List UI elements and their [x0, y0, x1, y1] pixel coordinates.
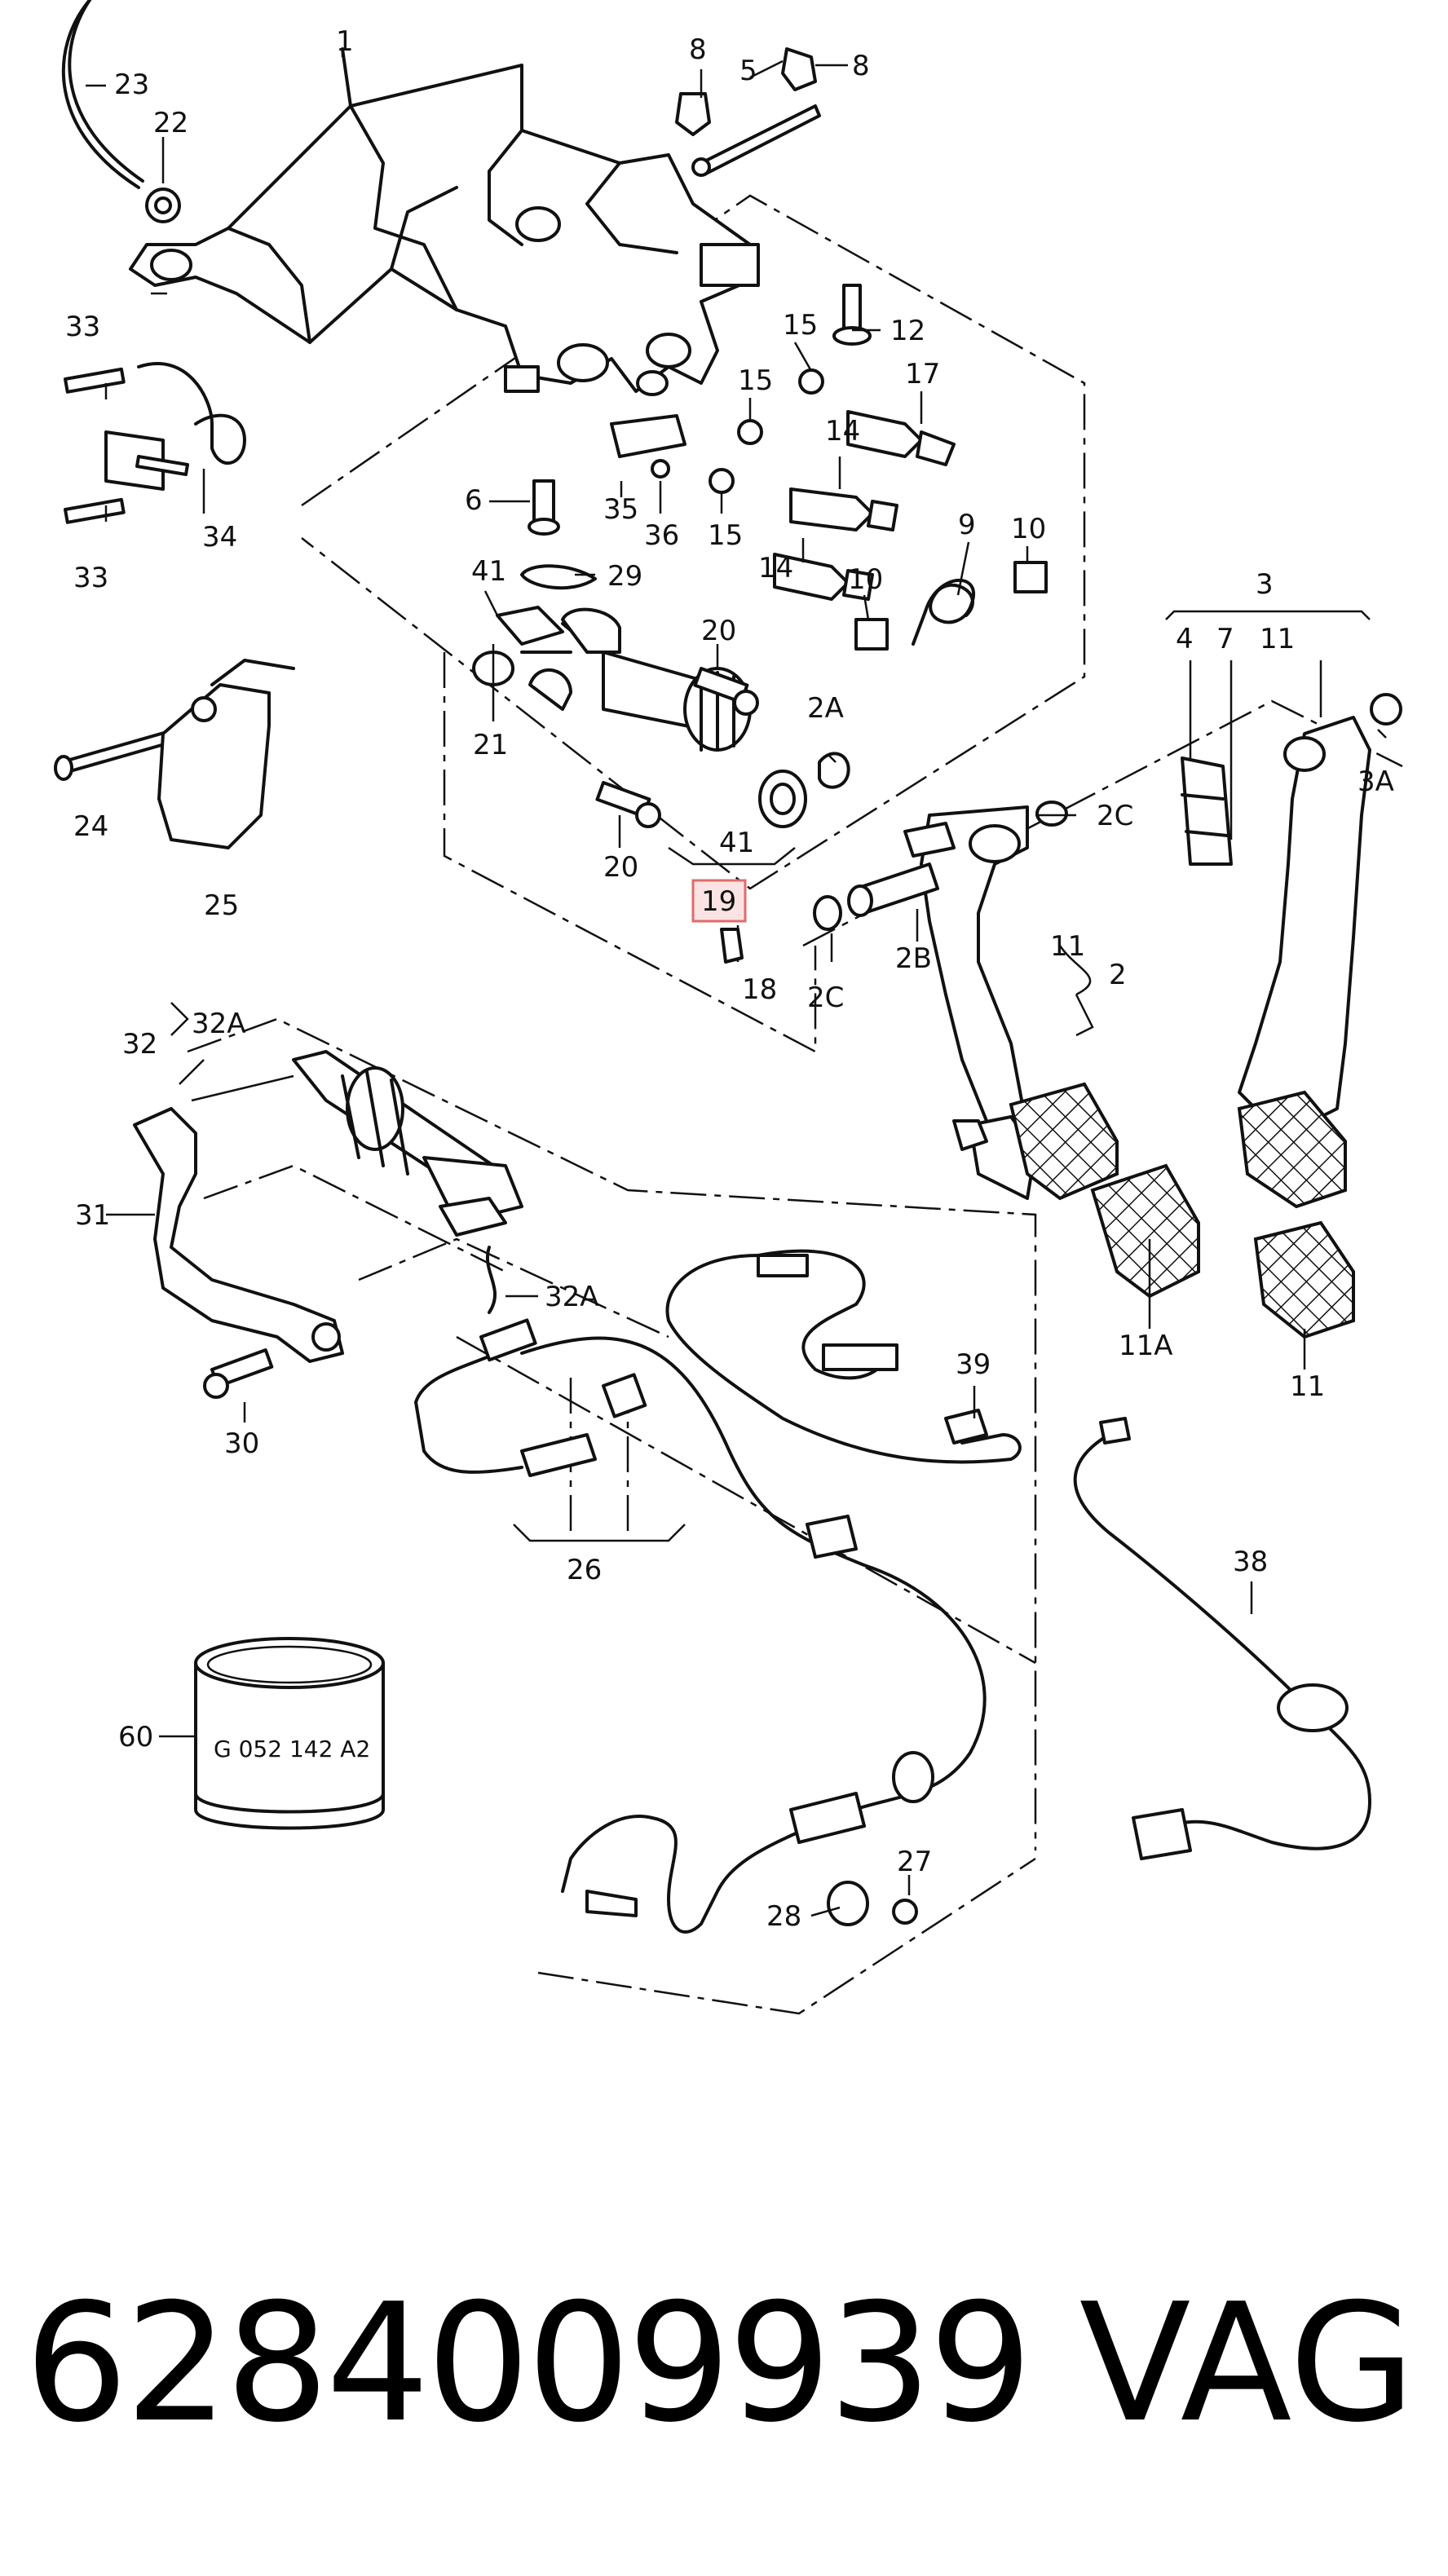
callout-20-b: 20	[603, 851, 638, 884]
callout-15-b: 15	[738, 364, 773, 397]
callout-29: 29	[607, 560, 642, 593]
pedal-bracket	[129, 47, 760, 396]
master-cylinder	[472, 606, 807, 828]
callout-24: 24	[73, 810, 108, 843]
callout-18: 18	[742, 973, 777, 1006]
callout-33-top: 33	[65, 311, 100, 343]
callout-6: 6	[465, 484, 483, 517]
hydraulic-line-main	[520, 1336, 987, 1934]
switch-sensors	[709, 284, 956, 601]
callout-41-bottom: 41	[719, 827, 754, 859]
bracket-34	[64, 362, 246, 524]
callout-11-top: 11	[1260, 623, 1295, 655]
bolt-6	[528, 479, 560, 536]
highlight-19	[691, 879, 747, 964]
callout-28: 28	[766, 1900, 801, 1933]
callout-60: 60	[118, 1721, 153, 1753]
cable-23	[61, 0, 181, 223]
callout-33-bottom: 33	[73, 562, 108, 594]
callout-9: 9	[958, 509, 976, 541]
callout-22: 22	[153, 107, 188, 139]
bolts-20	[595, 666, 759, 828]
clip-29	[520, 564, 597, 590]
callout-36: 36	[644, 519, 679, 552]
callout-2A: 2A	[807, 692, 844, 725]
callout-21: 21	[473, 729, 508, 761]
callout-5: 5	[739, 55, 757, 87]
return-spring	[854, 561, 1048, 651]
callout-8-top: 8	[689, 33, 707, 66]
callout-4: 4	[1176, 623, 1194, 655]
callout-10-a: 10	[1011, 513, 1046, 545]
callout-23: 23	[114, 68, 149, 101]
clip-2a	[818, 752, 850, 789]
callout-26: 26	[567, 1554, 602, 1586]
callout-34: 34	[202, 521, 237, 554]
callout-15-c: 15	[708, 519, 743, 552]
callout-32: 32	[122, 1028, 157, 1061]
callout-38: 38	[1233, 1546, 1268, 1578]
callout-32A-top: 32A	[192, 1008, 246, 1040]
callout-2C-right: 2C	[1097, 800, 1133, 832]
callout-27: 27	[897, 1846, 932, 1878]
callout-12: 12	[890, 315, 925, 347]
callout-25: 25	[204, 889, 239, 922]
callout-3: 3	[1256, 568, 1274, 601]
callout-11-bottom: 11	[1290, 1370, 1325, 1403]
callout-10-b: 10	[848, 563, 883, 596]
callout-7: 7	[1216, 623, 1234, 655]
bracket-35	[610, 414, 686, 479]
grease-tin	[194, 1637, 385, 1830]
foot-rest-25	[157, 659, 295, 849]
brake-pedal	[1181, 693, 1402, 1339]
callout-41-top: 41	[471, 555, 506, 588]
callout-2B: 2B	[895, 942, 932, 975]
brand-name: VAG	[1079, 2269, 1415, 2459]
callout-2C-bottom: 2C	[807, 981, 844, 1014]
callout-14-a: 14	[825, 415, 860, 448]
callout-11A: 11A	[1119, 1330, 1173, 1362]
hydraulic-line-39	[665, 1249, 1022, 1464]
callout-35: 35	[603, 493, 638, 526]
grease-label: G 052 142 A2	[214, 1736, 370, 1762]
callout-labels: 1 23 22 8 5 8 33 15 12 15 17 14 6 35 34 …	[65, 25, 1394, 1933]
callout-3A: 3A	[1358, 765, 1394, 798]
slave-cylinder	[292, 1050, 523, 1314]
callout-11-mid: 11	[1050, 930, 1085, 963]
clutch-pedal	[920, 805, 1200, 1299]
callout-1: 1	[336, 25, 354, 58]
callout-2: 2	[1109, 959, 1127, 991]
rod-5	[675, 47, 821, 177]
callout-14-b: 14	[758, 552, 793, 584]
callout-20-a: 20	[701, 615, 736, 647]
callout-15-a: 15	[783, 309, 818, 342]
callout-19: 19	[701, 885, 736, 918]
hydraulic-line-38	[1073, 1417, 1371, 1860]
callout-8-right: 8	[852, 50, 870, 82]
bracket-31	[133, 1107, 344, 1399]
callout-30: 30	[224, 1427, 259, 1460]
callout-17: 17	[905, 358, 940, 390]
leader-lines	[86, 49, 1387, 1917]
callout-32A-bottom: 32A	[545, 1281, 599, 1313]
callout-31: 31	[75, 1199, 110, 1232]
hydraulic-line-26	[414, 1318, 647, 1477]
pivot-tube	[813, 801, 1068, 931]
part-number: 6284009939	[24, 2269, 1032, 2459]
callout-39: 39	[956, 1348, 991, 1381]
